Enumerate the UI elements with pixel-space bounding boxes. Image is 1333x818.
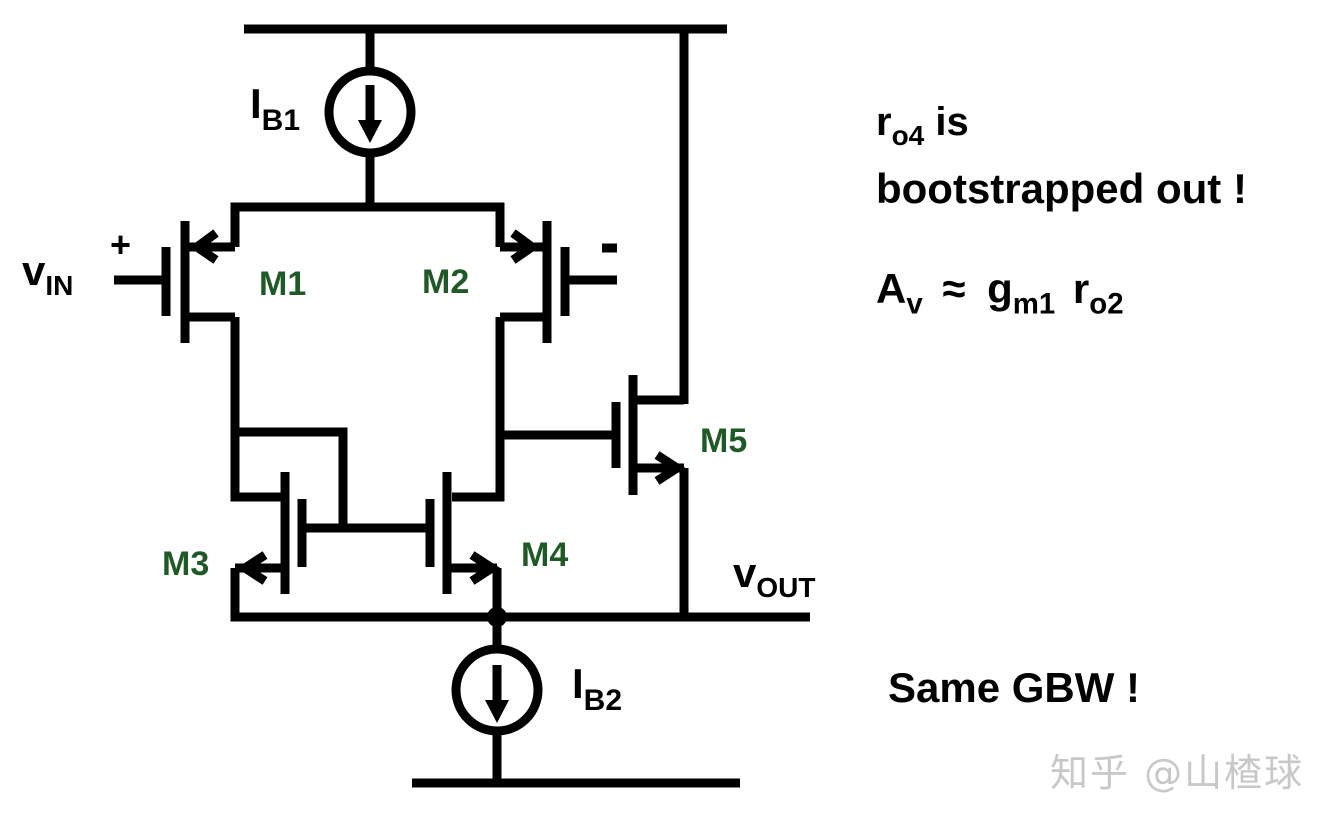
note-gbw: Same GBW ! bbox=[888, 664, 1141, 711]
note-gain: Av ≈ gm1 ro2 bbox=[876, 265, 1124, 321]
device-label-m2: M2 bbox=[422, 263, 469, 301]
ib2-label: IB2 bbox=[572, 660, 622, 717]
vin-label: vIN bbox=[22, 247, 73, 301]
tail-node-wire bbox=[230, 202, 505, 247]
note-bootstrapped: bootstrapped out ! bbox=[876, 165, 1247, 212]
m2-drain-wire bbox=[452, 317, 505, 502]
watermark: 知乎 @山楂球 bbox=[1050, 751, 1305, 795]
arrow-head-icon bbox=[485, 700, 509, 723]
plus-sign: + bbox=[110, 224, 131, 265]
transistor-m3 bbox=[235, 472, 427, 594]
transistor-m2 bbox=[500, 221, 617, 343]
arrow-head-icon bbox=[358, 120, 382, 143]
current-source-ib2 bbox=[451, 617, 543, 783]
note-ro4: ro4 is bbox=[876, 100, 969, 151]
transistor-m1 bbox=[114, 221, 235, 343]
m3-diode-wire bbox=[235, 427, 348, 528]
current-source-ib1 bbox=[324, 33, 416, 207]
device-label-m1: M1 bbox=[259, 265, 306, 303]
transistor-m5 bbox=[611, 29, 689, 617]
device-label-m5: M5 bbox=[700, 422, 747, 460]
ib1-label: IB1 bbox=[250, 80, 300, 137]
vout-label: vOUT bbox=[733, 549, 815, 603]
device-label-m4: M4 bbox=[521, 536, 568, 574]
transistor-m4 bbox=[425, 472, 501, 594]
m1-drain-wire bbox=[230, 317, 285, 502]
device-label-m3: M3 bbox=[162, 545, 209, 583]
output-bus bbox=[230, 568, 810, 622]
